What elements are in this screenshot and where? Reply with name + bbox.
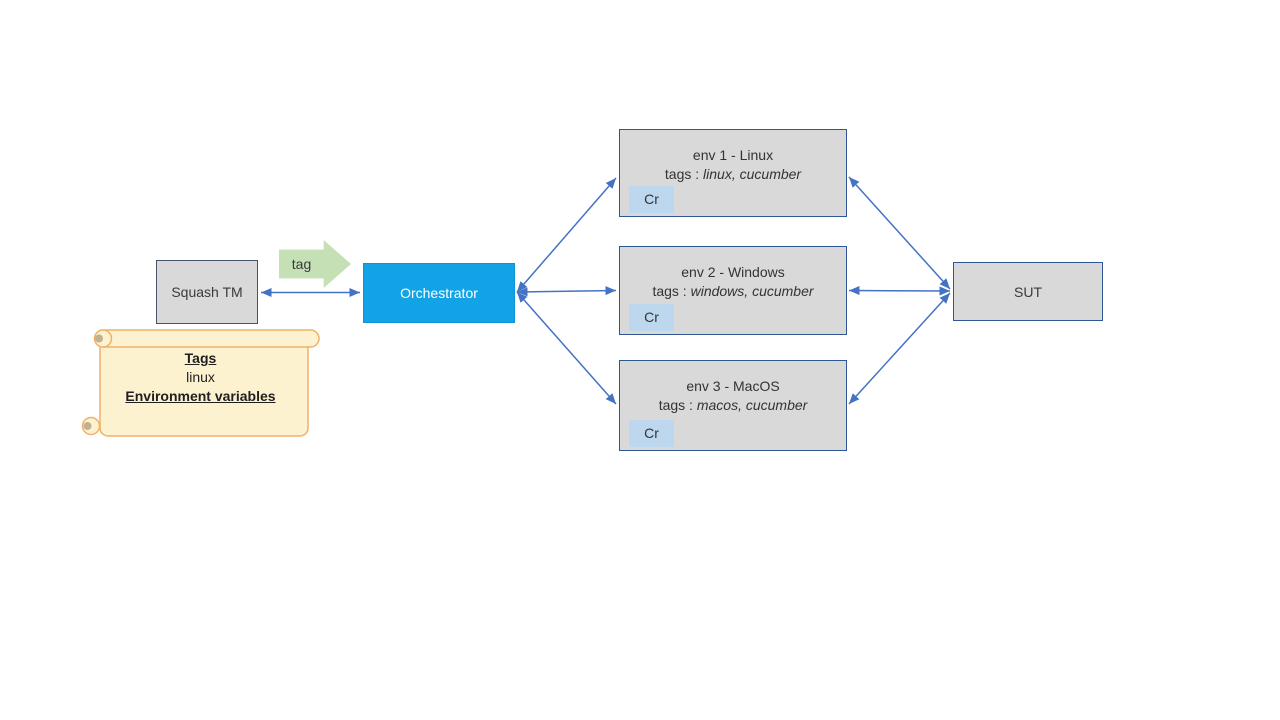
- node-env-3-macos: env 3 - MacOS tags : macos, cucumber Cr: [619, 360, 847, 451]
- env-tags-prefix: tags :: [658, 397, 697, 413]
- arrow-orchestrator-env1: [516, 177, 617, 293]
- arrow-orchestrator-env3: [516, 291, 617, 405]
- env-tags: tags : macos, cucumber: [620, 396, 846, 415]
- env-title: env 1 - Linux: [692, 147, 774, 163]
- cr-badge: Cr: [629, 420, 674, 447]
- env-tags-value: linux, cucumber: [703, 166, 802, 182]
- scroll-note-shape: [81, 329, 320, 437]
- node-squash-tm-label: Squash TM: [171, 284, 243, 300]
- node-env-2-windows: env 2 - Windows tags : windows, cucumber…: [619, 246, 847, 335]
- scroll-top-band: [94, 329, 320, 348]
- node-sut: SUT: [953, 262, 1103, 321]
- cr-badge-label: Cr: [644, 191, 659, 207]
- arrow-orchestrator-env2: [516, 286, 617, 297]
- tag-arrow-label: tag: [291, 256, 312, 272]
- arrow-env1-sut: [848, 176, 951, 290]
- arrow-env2-sut: [848, 286, 951, 296]
- node-env-1-linux: env 1 - Linux tags : linux, cucumber Cr: [619, 129, 847, 217]
- arrow-env3-sut: [848, 292, 951, 405]
- env-tags-value: windows, cucumber: [690, 283, 814, 299]
- node-orchestrator: Orchestrator: [363, 263, 515, 323]
- env-tags-prefix: tags :: [652, 283, 691, 299]
- cr-badge-label: Cr: [644, 425, 659, 441]
- cr-badge: Cr: [629, 186, 674, 213]
- env-tags: tags : linux, cucumber: [620, 165, 846, 184]
- env-tags-prefix: tags :: [664, 166, 704, 182]
- cr-badge-label: Cr: [644, 309, 659, 325]
- note-text: Tags linux Environment variables: [93, 349, 308, 406]
- node-orchestrator-label: Orchestrator: [400, 285, 478, 301]
- note-heading-environment-variables: Environment variables: [125, 388, 276, 404]
- env-title: env 3 - MacOS: [686, 378, 780, 394]
- note-tag-value: linux: [186, 369, 215, 385]
- env-tags: tags : windows, cucumber: [620, 282, 846, 301]
- node-squash-tm: Squash TM: [156, 260, 258, 324]
- cr-badge: Cr: [629, 304, 674, 331]
- node-sut-label: SUT: [1014, 283, 1042, 300]
- env-title: env 2 - Windows: [681, 264, 785, 280]
- note-heading-tags: Tags: [184, 350, 217, 366]
- env-tags-value: macos, cucumber: [696, 397, 808, 413]
